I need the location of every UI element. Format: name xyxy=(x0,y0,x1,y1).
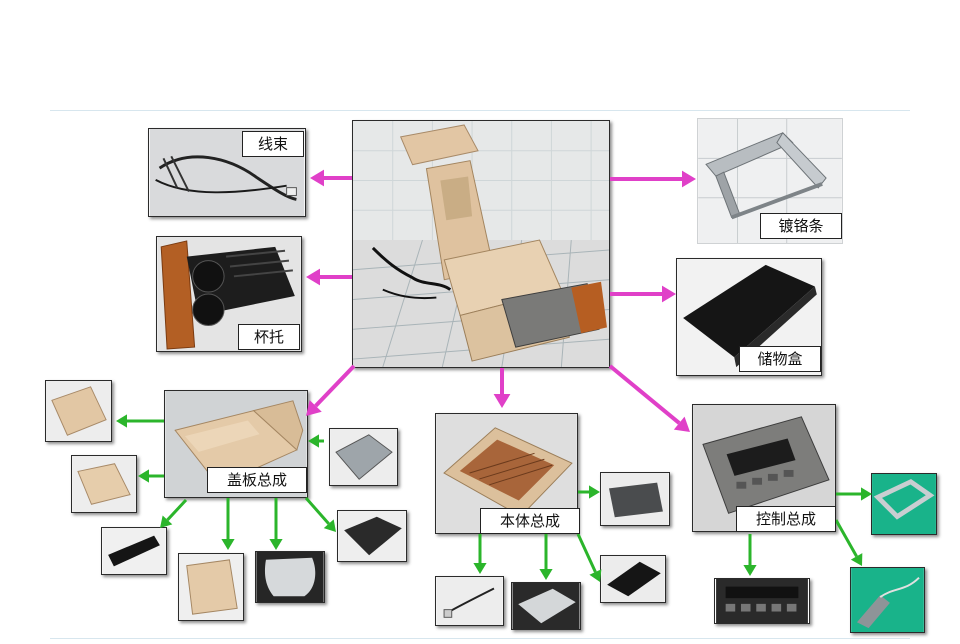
body-part-tray-photo xyxy=(511,582,581,630)
control-part-frame-photo xyxy=(871,473,937,535)
arrow-to-chrome-strip-head xyxy=(682,170,696,188)
lid-part-liner-photo xyxy=(255,551,325,603)
control-part-harness-photo xyxy=(850,567,925,633)
arrow-to-lid-assembly-shaft xyxy=(314,364,356,408)
arrow-to-control-assembly-shaft xyxy=(608,364,681,425)
label-cup-holder: 杯托 xyxy=(238,324,300,350)
arrow-lid-to-panel-head xyxy=(221,539,235,550)
label-control-assembly: 控制总成 xyxy=(736,506,836,532)
label-chrome-strip: 镀铬条 xyxy=(760,213,842,239)
arrow-lid-to-pad-head xyxy=(138,469,149,483)
body-part-cable-photo xyxy=(435,576,504,626)
arrow-body-to-cable-head xyxy=(473,563,487,574)
lid-part-pad-photo xyxy=(71,455,137,513)
lid-part-panel-photo xyxy=(178,553,244,621)
arrow-to-body-assembly-head xyxy=(493,394,511,408)
body-part-rail-photo xyxy=(600,472,670,526)
center-console-photo xyxy=(352,120,610,368)
arrow-lid-to-shell-head xyxy=(308,434,319,448)
arrow-to-control-assembly-head xyxy=(673,416,690,432)
body-part-mat-photo xyxy=(600,555,666,603)
bottom-divider xyxy=(50,638,910,639)
label-harness: 线束 xyxy=(242,131,304,157)
arrow-lid-to-cover-head xyxy=(116,414,127,428)
label-lid-assembly: 盖板总成 xyxy=(207,467,307,493)
control-part-panel-photo xyxy=(714,578,810,624)
arrow-lid-to-liner-head xyxy=(269,539,283,550)
label-body-assembly: 本体总成 xyxy=(480,508,580,534)
arrow-body-to-rail-head xyxy=(589,485,600,499)
arrow-to-harness-head xyxy=(310,169,324,187)
arrow-body-to-tray-head xyxy=(539,569,553,580)
lid-part-shell-photo xyxy=(329,428,398,486)
arrow-to-lid-assembly-head xyxy=(306,400,322,416)
lid-part-bracket-photo xyxy=(101,527,167,575)
arrow-body-to-mat-shaft xyxy=(576,533,597,573)
arrow-control-to-harness-head xyxy=(850,553,863,566)
lid-part-cover-photo xyxy=(45,380,112,442)
arrow-lid-to-tray-head xyxy=(323,519,336,532)
arrow-to-storage-box-head xyxy=(662,285,676,303)
arrow-control-to-panel-head xyxy=(743,565,757,576)
label-storage-box: 储物盒 xyxy=(739,346,821,372)
top-divider xyxy=(50,110,910,111)
lid-part-tray-photo xyxy=(337,510,407,562)
arrow-lid-to-tray-shaft xyxy=(304,497,330,525)
arrow-control-to-harness-shaft xyxy=(834,519,858,558)
arrow-to-cup-holder-head xyxy=(306,268,320,286)
arrow-lid-to-bracket-shaft xyxy=(166,498,188,521)
